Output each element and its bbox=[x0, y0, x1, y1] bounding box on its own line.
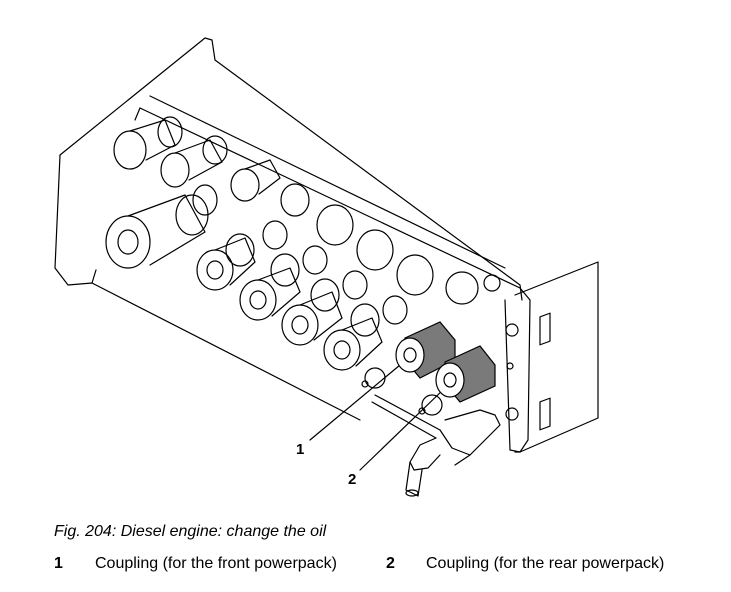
large-coupling-left bbox=[105, 194, 209, 269]
legend-number-2: 2 bbox=[386, 555, 395, 572]
mounting-plate bbox=[134, 95, 531, 453]
legend-text-2: Coupling (for the rear powerpack) bbox=[426, 555, 665, 572]
callout-number-1: 1 bbox=[296, 441, 305, 458]
legend-number-1: 1 bbox=[54, 555, 63, 572]
couplings-top-row bbox=[113, 116, 434, 296]
highlighted-couplings bbox=[395, 321, 496, 403]
figure-caption: Fig. 204: Diesel engine: change the oil bbox=[54, 523, 327, 540]
callout-number-2: 2 bbox=[348, 471, 357, 488]
engine-coupling-panel-illustration bbox=[54, 37, 599, 497]
drain-pipe bbox=[371, 394, 501, 497]
right-housing bbox=[504, 261, 599, 453]
coupling-front-powerpack bbox=[395, 321, 456, 379]
coupling-rear-powerpack bbox=[435, 345, 496, 403]
couplings-inner bbox=[225, 220, 408, 337]
lower-fittings bbox=[361, 367, 443, 416]
couplings-middle-row bbox=[196, 237, 383, 371]
back-plate bbox=[54, 37, 523, 421]
callout-leaders bbox=[309, 364, 446, 471]
legend-text-1: Coupling (for the front powerpack) bbox=[95, 555, 337, 572]
